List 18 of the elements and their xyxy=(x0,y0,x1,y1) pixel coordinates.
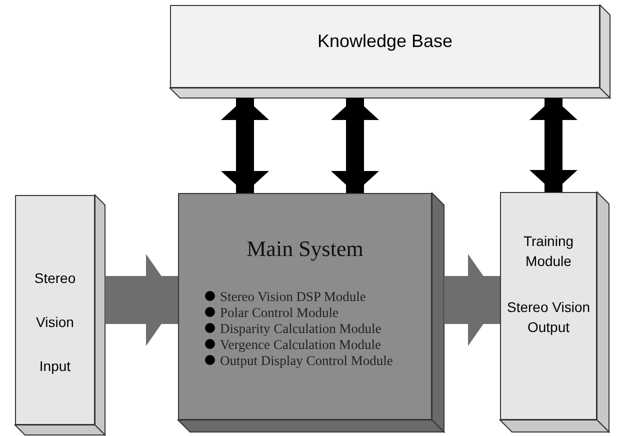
block-arrow xyxy=(444,254,500,346)
double-arrow xyxy=(530,98,578,192)
box-title: Main System xyxy=(246,236,364,262)
box-label: Stereo Vision Input xyxy=(33,269,77,376)
module-list-item: Output Display Control Module xyxy=(220,353,393,368)
module-box xyxy=(500,192,597,420)
module-list-item: Disparity Calculation Module xyxy=(220,321,382,336)
module-box xyxy=(15,195,95,425)
module-box xyxy=(170,5,600,88)
block-arrow xyxy=(105,254,178,346)
box-title: Knowledge Base xyxy=(316,31,454,52)
module-list-item: Stereo Vision DSP Module xyxy=(220,289,366,304)
box-label: Training Module xyxy=(522,232,575,271)
double-arrow xyxy=(331,98,379,193)
module-list-item: Vergence Calculation Module xyxy=(220,337,381,352)
box-label: Stereo Vision Output xyxy=(506,298,592,337)
double-arrow xyxy=(221,98,269,193)
module-list-item: Polar Control Module xyxy=(220,305,338,320)
